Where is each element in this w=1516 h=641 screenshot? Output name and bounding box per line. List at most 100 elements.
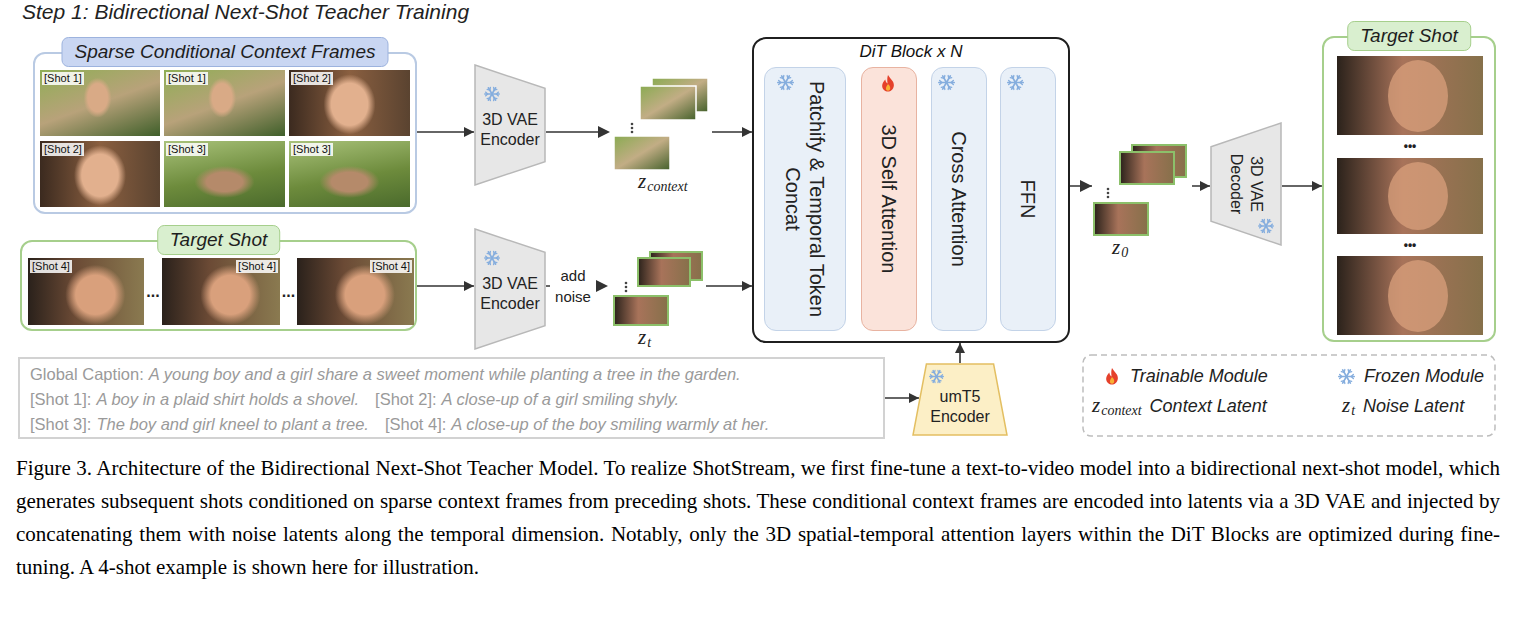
ellipsis-dot	[1107, 192, 1110, 195]
text-wrap: FFN	[1000, 67, 1056, 331]
icon-part	[1015, 82, 1019, 89]
prompt-key: [Shot 4]:	[385, 415, 446, 433]
prompt-text: A close-up of the boy smiling warmly at …	[451, 415, 769, 433]
node-label: Patchify & Temporal Token Concat	[781, 75, 829, 323]
icon-part	[1011, 75, 1015, 82]
ellipsis: •••	[1404, 238, 1417, 252]
shot-tag: [Shot 3]	[291, 143, 333, 156]
icon-part	[1342, 376, 1346, 383]
icon-part	[492, 252, 496, 258]
ellipsis-dot	[625, 282, 628, 285]
node-label: 3D Self Attention	[877, 125, 901, 274]
shape-outline	[475, 229, 545, 349]
video-frame: [Shot 2]	[40, 141, 160, 207]
icon-part	[1106, 368, 1118, 385]
shot-tag: [Shot 3]	[166, 143, 208, 156]
module-column: FFN	[1000, 67, 1056, 331]
face-shape	[1388, 260, 1448, 332]
snowflake-icon	[777, 74, 794, 91]
legend-text: Frozen Module	[1364, 365, 1484, 387]
icon-part	[1017, 76, 1020, 78]
edge-label: add noise	[550, 265, 596, 307]
dit-block: DiT Block x NPatchify & Temporal Token C…	[752, 37, 1070, 343]
latent-symbol: context	[1101, 403, 1141, 419]
icon-part	[786, 86, 788, 89]
icon-part	[781, 75, 785, 82]
icon-part	[1263, 219, 1265, 222]
icon-part	[933, 370, 936, 376]
icon-part	[942, 82, 946, 89]
snowflake-icon	[1258, 218, 1274, 234]
video-frame: [Shot 1]	[40, 70, 160, 136]
node-label: 3D VAE Encoder	[478, 274, 542, 314]
module-column: 3D Self Attention	[861, 67, 917, 331]
icon-part	[886, 84, 890, 91]
icon-part	[942, 75, 946, 82]
icon-part	[785, 82, 789, 89]
connector-arrow	[959, 343, 961, 363]
prompt-key: [Shot 3]:	[30, 415, 91, 433]
ellipsis: •••	[1404, 139, 1417, 153]
icon-part	[487, 261, 490, 263]
icon-part	[1346, 369, 1350, 376]
ellipsis-dot	[1107, 188, 1110, 191]
text-wrap: umT5 Encoder	[912, 363, 1008, 436]
target-group: Target Shot	[1322, 36, 1496, 342]
icon-part	[941, 85, 944, 87]
shot-tag: [Shot 1]	[166, 72, 208, 85]
prompt-line: [Shot 3]:The boy and girl kneel to plant…	[30, 412, 873, 437]
video-frame: [Shot 4]	[28, 258, 144, 325]
connector-arrow	[417, 285, 474, 287]
icon-part	[489, 87, 491, 90]
prompt-key: [Shot 1]:	[30, 390, 91, 408]
shot-tag: [Shot 4]	[30, 260, 72, 273]
icon-part	[946, 75, 950, 82]
icon-part	[780, 85, 783, 87]
latent-symbol: t	[647, 335, 651, 351]
latent-symbol: z	[638, 326, 646, 348]
icon-part	[1343, 369, 1345, 372]
shot-tag: [Shot 4]	[236, 260, 278, 273]
shape-outline	[1211, 123, 1281, 245]
connector-arrow	[1282, 185, 1322, 187]
icon-part	[948, 76, 951, 78]
icon-part	[496, 94, 498, 96]
icon-part	[493, 98, 495, 101]
icon-part	[1346, 376, 1350, 383]
group-heading: Sparse Conditional Context Frames	[62, 37, 389, 67]
icon-part	[936, 370, 939, 376]
group-heading: Target Shot	[157, 225, 281, 255]
prompt-text: A young boy and a girl share a sweet mom…	[149, 365, 741, 383]
icon-part	[1266, 226, 1270, 232]
icon-part	[939, 80, 941, 82]
shape-outline	[913, 364, 1007, 435]
latent-frame	[1094, 203, 1148, 235]
fire-icon	[1103, 367, 1121, 385]
prompt-box: Global Caption:A young boy and a girl sh…	[18, 357, 885, 439]
icon-part	[1261, 229, 1264, 231]
icon-part	[1110, 377, 1114, 384]
figure-caption: Figure 3. Architecture of the Bidirectio…	[16, 452, 1500, 584]
module-column: Patchify & Temporal Token Concat	[764, 67, 846, 331]
icon-part	[1342, 369, 1346, 376]
icon-part	[1341, 379, 1344, 381]
icon-part	[494, 253, 497, 255]
snowflake-icon	[484, 250, 500, 266]
latent-frame	[614, 136, 670, 170]
video-frame: [Shot 2]	[289, 70, 410, 136]
latent-ground	[606, 250, 706, 328]
icon-part	[488, 258, 492, 264]
node-label: 3D VAE Encoder	[478, 110, 542, 150]
legend-text: Noise Latent	[1363, 395, 1464, 417]
icon-part	[488, 252, 492, 258]
ellipsis-dot	[1107, 196, 1110, 199]
video-frame	[1337, 56, 1483, 135]
text-wrap: Patchify & Temporal Token Concat	[764, 67, 846, 331]
encoder-trapezoid: 3D VAE Encoder	[474, 228, 546, 350]
shot-tag: [Shot 4]	[370, 260, 412, 273]
video-frame	[1337, 158, 1483, 234]
icon-part	[938, 371, 941, 373]
snowflake-icon	[1338, 368, 1355, 385]
snowflake-icon	[929, 369, 944, 384]
icon-part	[488, 94, 492, 100]
